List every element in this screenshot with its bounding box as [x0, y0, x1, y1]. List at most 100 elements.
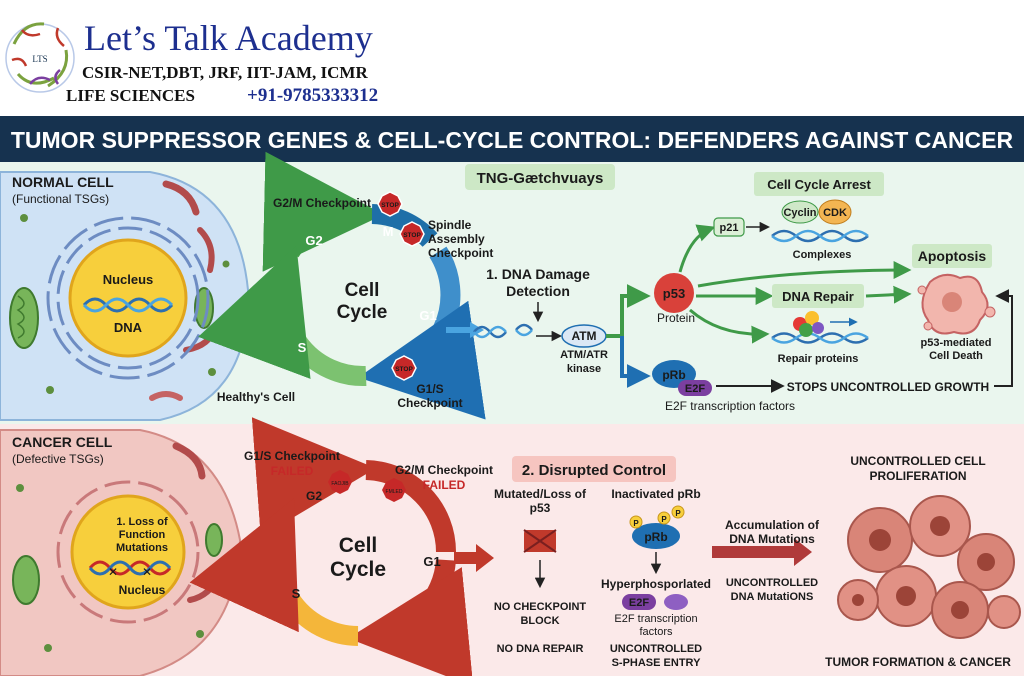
stop-sign-icon: STOP	[391, 355, 417, 381]
spindle-label-3: Checkpoint	[428, 246, 493, 260]
complexes-label: Complexes	[793, 249, 852, 261]
normal-phase-s: S	[298, 340, 307, 355]
cancer-e2f-tf-1: E2F transcription	[614, 613, 697, 625]
cancer-phase-s: S	[292, 586, 301, 601]
dna-damage-label-2: Detection	[506, 283, 570, 299]
apoptotic-cell-icon	[917, 273, 996, 335]
svg-text:STOP: STOP	[395, 366, 413, 373]
cycle-to-control-arrow	[454, 544, 494, 572]
p21-node	[713, 217, 745, 237]
cyclin-label: Cyclin	[783, 207, 816, 219]
no-repair-label: NO DNA REPAIR	[497, 643, 584, 655]
g1s-label-2: Checkpoint	[397, 396, 462, 410]
damaged-dna-icon	[473, 323, 533, 339]
cdk-label: CDK	[823, 207, 847, 219]
cancer-e2f-node	[622, 594, 656, 610]
cancer-nucleus	[70, 494, 186, 610]
logo-text: LTS	[32, 54, 47, 64]
mutated-p53-label-2: p53	[530, 501, 551, 515]
spindle-label-2: Assembly	[428, 232, 485, 246]
cancer-cell-cycle-diagram	[189, 417, 474, 676]
normal-nucleus-label: Nucleus	[103, 272, 154, 287]
pathways-tag	[465, 164, 615, 190]
svg-text:FMLED: FMLED	[386, 489, 403, 495]
p53-protein-label: Protein	[657, 311, 695, 325]
e2f-label: E2F	[685, 383, 705, 395]
cancer-g2m-checkpoint: G2/M Checkpoint	[395, 463, 493, 477]
prb-label: pRb	[662, 368, 685, 382]
repair-proteins-icon	[771, 311, 869, 344]
cell-cycle-arrest-label: Cell Cycle Arrest	[767, 177, 871, 192]
phosphate-label: P	[633, 519, 639, 528]
header-background	[0, 0, 1024, 114]
normal-phase-m: M	[383, 224, 394, 239]
dna-repair-label: DNA Repair	[782, 289, 854, 304]
failed-stamp-icon: FMLED	[382, 478, 406, 502]
g1s-label-1: G1/S	[416, 382, 443, 396]
normal-phase-g1: G1	[419, 308, 436, 323]
cancer-nucleus-label: Nucleus	[119, 583, 166, 597]
cancer-e2f-label: E2F	[629, 597, 649, 609]
accum-label-1: Accumulation of	[725, 518, 820, 532]
mutated-p53-label-1: Mutated/Loss of	[494, 487, 587, 501]
p53-death-label-2: Cell Death	[929, 350, 983, 362]
e2f-node	[678, 380, 712, 396]
normal-cycle-center-1: Cell	[345, 280, 380, 301]
loss-label-1: 1. Loss of	[116, 516, 168, 528]
main-title: TUMOR SUPPRESSOR GENES & CELL-CYCLE CONT…	[11, 127, 1014, 153]
stop-sign-icon: STOP	[377, 191, 403, 217]
disrupted-control-box	[512, 456, 676, 482]
free-e2f-icon	[664, 594, 688, 610]
prolif-label-2: PROLIFERATION	[869, 469, 966, 483]
cell-cycle-arrest-box	[754, 172, 884, 196]
apoptosis-label: Apoptosis	[918, 248, 987, 264]
cancer-g1s-failed: FAILED	[271, 464, 314, 478]
stop-sign-icon: STOP	[399, 221, 425, 247]
spindle-label-1: Spindle	[428, 218, 472, 232]
failed-stamp-icon: FAOJIB	[328, 470, 352, 494]
inactivated-prb-label: Inactivated pRb	[611, 487, 700, 501]
p21-label: p21	[720, 222, 739, 234]
sphase-label-2: S-PHASE ENTRY	[612, 657, 701, 669]
cancer-cell-title: CANCER CELL	[12, 434, 113, 450]
phone-number: +91-9785333312	[247, 85, 378, 106]
p53-label: p53	[663, 286, 685, 301]
loss-label-2: Function	[119, 529, 166, 541]
exam-list: CSIR-NET,DBT, JRF, IIT-JAM, ICMR	[82, 63, 368, 82]
cancer-cell-illustration: ✕ ✕	[0, 429, 242, 676]
sphase-label-1: UNCONTROLLED	[610, 643, 702, 655]
academy-logo: LTS	[5, 22, 75, 93]
hyper-label: Hyperphosporlated	[601, 577, 711, 591]
accumulation-arrow	[712, 538, 812, 566]
phosphorylated-prb-icon	[629, 505, 685, 549]
cancer-g1s-checkpoint: G1/S Checkpoint	[244, 449, 340, 463]
cancer-cycle-center-1: Cell	[339, 534, 378, 557]
cancer-g2m-failed: FAILED	[423, 478, 466, 492]
cancer-phase-g1: G1	[423, 554, 440, 569]
no-checkpoint-label-2: BLOCK	[520, 615, 559, 627]
normal-dna-label: DNA	[114, 320, 143, 335]
prolif-label-1: UNCONTROLLED CELL	[850, 454, 985, 468]
normal-nucleus	[68, 238, 188, 358]
normal-cycle-center-2: Cycle	[337, 302, 388, 323]
svg-text:✕: ✕	[108, 565, 118, 579]
svg-text:✕: ✕	[142, 565, 152, 579]
academy-name: Let’s Talk Academy	[84, 18, 373, 58]
normal-phase-g2: G2	[305, 233, 322, 248]
cancer-phase-g2: G2	[306, 489, 322, 503]
svg-text:STOP: STOP	[403, 232, 421, 239]
mutated-p53-icon	[523, 529, 557, 553]
phosphate-label: P	[675, 509, 681, 518]
repair-proteins-label: Repair proteins	[778, 353, 859, 365]
apoptosis-box	[912, 244, 992, 268]
phosphate-label: P	[661, 515, 667, 524]
healthy-cell-label: Healthy's Cell	[217, 390, 295, 404]
dna-repair-box	[772, 284, 864, 308]
tumor-cell-cluster-icon	[837, 495, 1021, 639]
stops-growth-label: STOPS UNCONTROLLED GROWTH	[787, 380, 989, 394]
cancer-prb-label: pRb	[644, 530, 667, 544]
svg-text:STOP: STOP	[381, 202, 399, 209]
cyclin-cdk-complex-icon	[771, 199, 869, 243]
